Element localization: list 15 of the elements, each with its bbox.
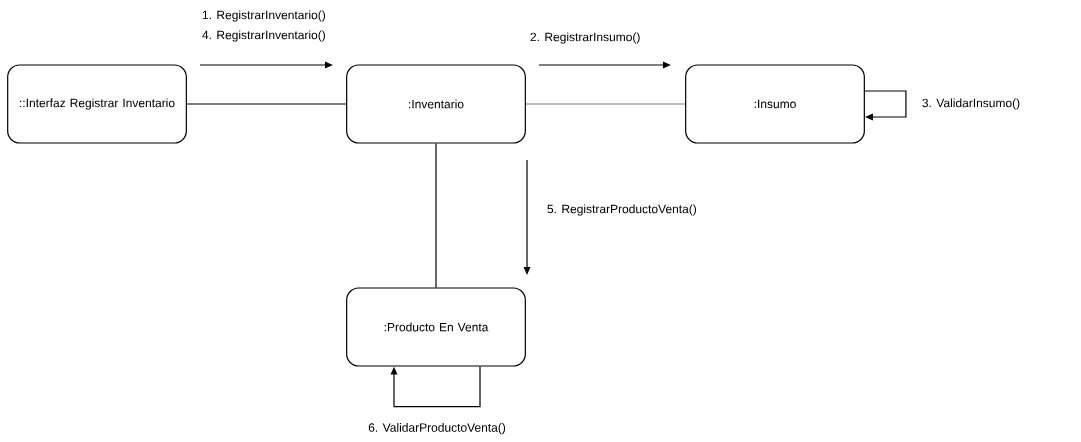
- message-label: 5. RegistrarProductoVenta(): [547, 204, 697, 216]
- message-label: 3. ValidarInsumo(): [922, 98, 1020, 110]
- object-box: :Inventario: [346, 64, 526, 144]
- message-label: 6. ValidarProductoVenta(): [368, 423, 506, 435]
- message-label: 2. RegistrarInsumo(): [530, 32, 640, 44]
- self-message-arrow: [864, 90, 907, 121]
- object-box: :Insumo: [685, 64, 865, 144]
- object-box: :Producto En Venta: [346, 287, 526, 367]
- message-label: 1. RegistrarInventario(): [202, 10, 325, 22]
- link-line: [435, 143, 437, 288]
- link-line: [525, 103, 686, 105]
- message-label: 4. RegistrarInventario(): [202, 30, 325, 42]
- link-line: [186, 103, 347, 105]
- object-box: ::Interfaz Registrar Inventario: [7, 64, 187, 144]
- self-message-arrow: [390, 366, 481, 408]
